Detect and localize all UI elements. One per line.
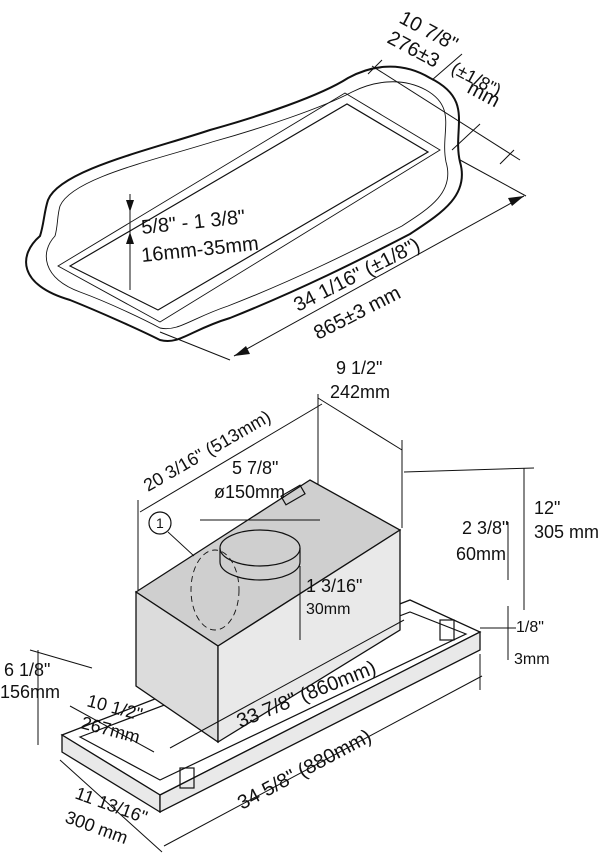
callout-number: 1 — [156, 515, 164, 531]
insert-mm: 60mm — [456, 544, 506, 564]
duct-in: 5 7/8" — [232, 458, 278, 478]
cutout-outline — [25, 65, 463, 342]
depth-mm: 242mm — [330, 382, 390, 402]
collar-mm: 30mm — [306, 601, 350, 618]
duct-mm: ø150mm — [214, 482, 285, 502]
height-dimension — [403, 467, 535, 610]
cutout-width-dimension — [367, 53, 521, 165]
height-in: 12" — [534, 498, 560, 518]
frame-depth-dimension — [59, 759, 163, 853]
front-dimension — [69, 705, 155, 753]
flange-mm: 3mm — [514, 651, 550, 668]
depth-in: 9 1/2" — [336, 358, 382, 378]
cutout-opening — [57, 92, 441, 323]
cutout-depth-dimension — [126, 194, 134, 290]
collar-in: 1 3/16" — [306, 576, 362, 596]
hood-body — [134, 479, 402, 744]
side-dimension — [29, 649, 93, 745]
length-top-dimension — [137, 394, 323, 590]
depth-dimension — [317, 397, 403, 528]
height-mm: 305 mm — [534, 522, 599, 542]
frame-length-dimension — [163, 654, 483, 847]
insert-in: 2 3/8" — [462, 518, 508, 538]
side-in: 6 1/8" — [4, 660, 50, 680]
flange-in: 1/8" — [516, 619, 544, 636]
side-mm: 156mm — [0, 682, 60, 702]
callout-1 — [148, 511, 195, 557]
cutout-length-dimension — [159, 159, 527, 361]
flange-dimension — [480, 606, 516, 660]
cutout-depth-mm: 16mm-35mm — [140, 233, 259, 267]
body-length-dimension — [169, 619, 405, 749]
cutout-depth-in: 5/8" - 1 3/8" — [140, 206, 246, 239]
duct-collar — [190, 529, 301, 631]
